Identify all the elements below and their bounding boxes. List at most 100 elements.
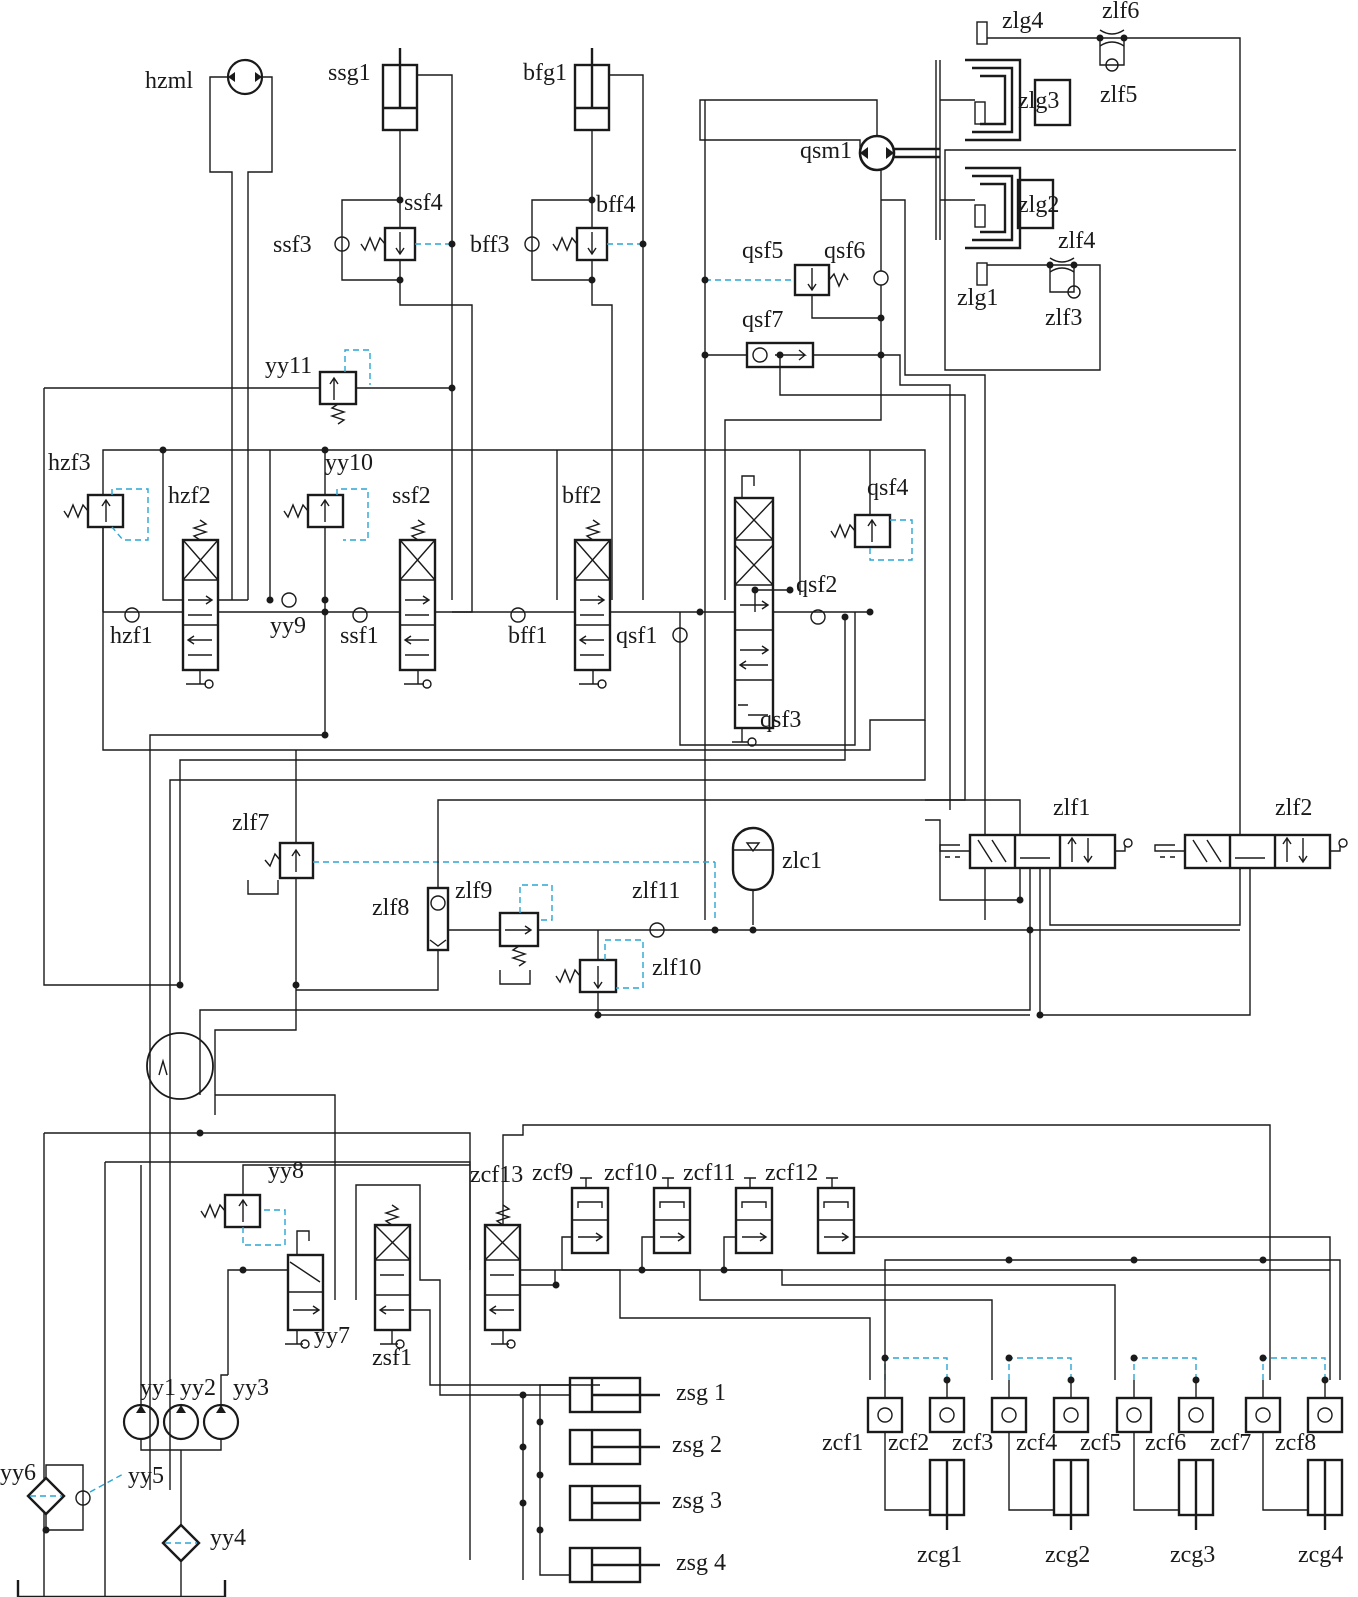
line-bank-to-pump-1	[149, 734, 325, 1490]
valve-zcf12	[816, 1177, 1331, 1380]
valve-qsf7	[705, 341, 966, 801]
pump-yy1	[122, 1403, 160, 1441]
label-zsg4: zsg 4	[676, 1550, 726, 1576]
label-yy1: yy1	[140, 1375, 176, 1401]
valve-yy10	[283, 450, 369, 735]
valve-zlf10	[555, 930, 1030, 1016]
label-qsf2: qsf2	[796, 572, 837, 598]
junction-dots	[42, 34, 1329, 1534]
label-hzf1: hzf1	[110, 623, 153, 649]
check-zlf11	[649, 922, 665, 938]
bank-return-line	[162, 450, 248, 601]
label-zlf2: zlf2	[1275, 795, 1312, 821]
valve-yy11	[43, 349, 452, 986]
damper-zlg4	[976, 21, 1241, 870]
valve-yy7	[227, 1230, 325, 1375]
cylinder-zsg2	[568, 1428, 660, 1466]
label-hzf2: hzf2	[168, 483, 211, 509]
line-pump-to-zlf7	[215, 1094, 336, 1300]
label-hzf3: hzf3	[48, 450, 91, 476]
pump-yy2	[162, 1403, 200, 1441]
zcf-group-4	[1244, 1357, 1344, 1530]
check-qsf2	[810, 609, 826, 625]
label-zcg1: zcg1	[917, 1542, 962, 1568]
valve-zsf1	[355, 1184, 600, 1396]
cylinder-zsg3	[568, 1484, 660, 1522]
label-ssf1: ssf1	[340, 623, 379, 649]
label-bff1: bff1	[508, 623, 548, 649]
hoist-motor-qsm1	[699, 60, 941, 240]
label-yy4: yy4	[210, 1525, 246, 1551]
rotary-joint	[146, 1032, 214, 1100]
label-yy2: yy2	[180, 1375, 216, 1401]
line-left-return-2	[105, 1161, 471, 1560]
label-zlf6: zlf6	[1102, 0, 1139, 24]
label-bff4: bff4	[596, 192, 636, 218]
valve-qsf5	[705, 170, 986, 920]
line-bank-to-pump-2	[169, 720, 926, 1490]
label-qsf6: qsf6	[824, 238, 865, 264]
label-zsg1: zsg 1	[676, 1380, 726, 1406]
label-ssg1: ssg1	[328, 60, 371, 86]
cylinder-zsg1	[522, 1376, 660, 1580]
line-zsg-rod	[539, 1384, 600, 1576]
check-bff1	[510, 607, 526, 623]
label-hzml: hzml	[145, 68, 193, 94]
label-zlf1: zlf1	[1053, 795, 1090, 821]
label-zcf3: zcf3	[952, 1430, 993, 1456]
label-zlf10: zlf10	[652, 955, 701, 981]
valve-zlf8	[296, 799, 1021, 991]
zcf-group-1	[866, 1357, 966, 1530]
label-yy8: yy8	[268, 1158, 304, 1184]
label-zcf13: zcf13	[470, 1162, 523, 1188]
valve-zcf13	[483, 1124, 1271, 1380]
filter-yy6	[26, 1464, 84, 1531]
label-zlf3: zlf3	[1045, 305, 1082, 331]
label-zcf5: zcf5	[1080, 1430, 1121, 1456]
label-qsm1: qsm1	[800, 138, 852, 164]
label-qsf5: qsf5	[742, 238, 783, 264]
valve-qsf4	[830, 450, 913, 561]
label-zcf12: zcf12	[765, 1160, 818, 1186]
label-zcf2: zcf2	[888, 1430, 929, 1456]
valve-hzf2	[181, 519, 220, 689]
label-yy10: yy10	[325, 450, 373, 476]
cylinder-bfg1	[573, 48, 644, 600]
zcf-group-3	[1115, 1357, 1215, 1530]
filter-yy4	[161, 1523, 201, 1597]
label-zlf5: zlf5	[1100, 82, 1137, 108]
line-zcf-return	[884, 1259, 1341, 1380]
label-zsf1: zsf1	[372, 1345, 412, 1371]
label-zlg1: zlg1	[957, 285, 998, 311]
line-qsm1-return	[881, 354, 951, 810]
brake-zlg3	[940, 58, 1072, 142]
label-zcf8: zcf8	[1275, 1430, 1316, 1456]
label-qsf1: qsf1	[616, 623, 657, 649]
label-zcg3: zcg3	[1170, 1542, 1215, 1568]
label-zlg3: zlg3	[1018, 88, 1059, 114]
tank	[16, 1580, 227, 1597]
accumulator-zlc1	[731, 826, 775, 925]
valve-hzf3	[63, 488, 149, 612]
label-zlf11: zlf11	[632, 878, 680, 904]
label-zcf4: zcf4	[1016, 1430, 1057, 1456]
label-zsg3: zsg 3	[672, 1488, 722, 1514]
label-zlg4: zlg4	[1002, 8, 1043, 34]
pump-yy3	[202, 1403, 240, 1441]
label-zcg2: zcg2	[1045, 1542, 1090, 1568]
label-zsg2: zsg 2	[672, 1432, 722, 1458]
line-zcf-header-2	[520, 1270, 556, 1286]
swing-motor-hzml	[209, 58, 273, 600]
label-qsf4: qsf4	[867, 475, 908, 501]
label-zlc1: zlc1	[782, 848, 822, 874]
leader-yy5	[89, 1472, 126, 1493]
check-hzf1	[124, 607, 140, 623]
line-pumps-suction	[140, 1439, 222, 1451]
valve-zcf9	[561, 1177, 871, 1380]
valve-yy8	[200, 1164, 470, 1246]
brake-zlg2	[940, 166, 1055, 250]
valve-zlf1	[199, 819, 1133, 1095]
label-zcf10: zcf10	[604, 1160, 657, 1186]
